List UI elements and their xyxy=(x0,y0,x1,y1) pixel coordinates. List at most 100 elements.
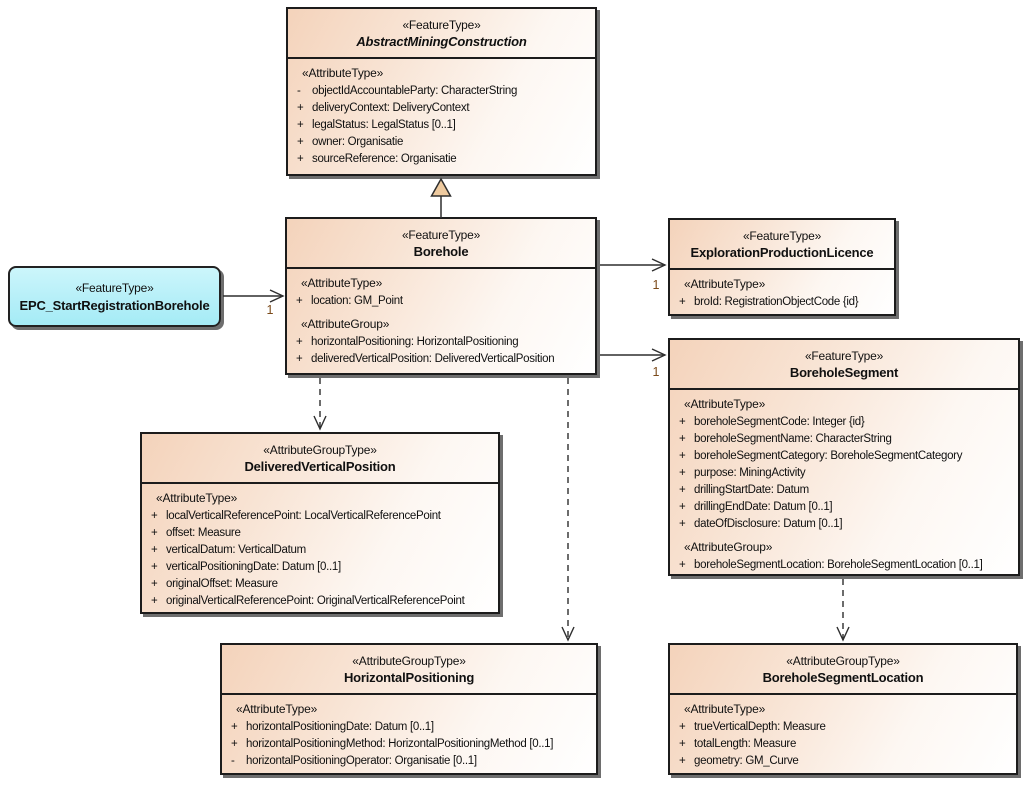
stereotype-label: «AttributeGroupType» xyxy=(352,653,466,668)
stereotype-label: «AttributeGroupType» xyxy=(263,442,377,457)
class-box-deliveredverticalposition[interactable]: «AttributeGroupType» DeliveredVerticalPo… xyxy=(140,432,500,614)
attribute-row: +purpose: MiningActivity xyxy=(670,465,1018,482)
section-label: «AttributeType» xyxy=(156,491,238,505)
visibility-prefix: + xyxy=(151,544,158,556)
attribute-text: dateOfDisclosure: Datum [0..1] xyxy=(694,518,843,530)
attribute-row: +totalLength: Measure xyxy=(670,736,1016,753)
class-box-boreholesegment[interactable]: «FeatureType» BoreholeSegment «Attribute… xyxy=(668,338,1020,576)
attribute-row: +boreholeSegmentCode: Integer {id} xyxy=(670,414,1018,431)
attribute-text: boreholeSegmentCode: Integer {id} xyxy=(694,416,865,428)
attribute-text: owner: Organisatie xyxy=(312,136,404,148)
attribute-row: +boreholeSegmentCategory: BoreholeSegmen… xyxy=(670,448,1018,465)
class-box-explorationproductionlicence[interactable]: «FeatureType» ExplorationProductionLicen… xyxy=(668,218,896,316)
visibility-prefix: + xyxy=(231,721,238,733)
visibility-prefix: + xyxy=(231,738,238,750)
attribute-row: + boreholeSegmentLocation: BoreholeSegmen… xyxy=(670,557,1018,574)
attribute-row: +broId: RegistrationObjectCode {id} xyxy=(670,294,894,311)
section-label: «AttributeType» xyxy=(684,702,766,716)
attribute-row: +horizontalPositioning: HorizontalPositi… xyxy=(287,334,595,351)
class-box-boreholesegmentlocation[interactable]: «AttributeGroupType» BoreholeSegmentLoca… xyxy=(668,643,1018,775)
visibility-prefix: + xyxy=(679,296,686,308)
visibility-prefix: - xyxy=(297,85,301,97)
visibility-prefix: + xyxy=(679,721,686,733)
attribute-row: + drillingStartDate: Datum xyxy=(670,482,1018,499)
section-label: «AttributeType» xyxy=(684,397,766,411)
attribute-text: boreholeSegmentLocation: BoreholeSegment… xyxy=(694,559,983,571)
class-name: EPC_StartRegistrationBorehole xyxy=(19,297,210,313)
class-name: ExplorationProductionLicence xyxy=(690,244,874,260)
attribute-row: + location: GM_Point xyxy=(287,293,595,310)
attribute-text: sourceReference: Organisatie xyxy=(312,153,457,165)
attribute-text: totalLength: Measure xyxy=(694,738,797,750)
class-name: HorizontalPositioning xyxy=(343,669,475,685)
attribute-row: + offset: Measure xyxy=(142,525,498,542)
visibility-prefix: + xyxy=(679,433,686,445)
attributes-compartment: «AttributeType» +broId: RegistrationObje… xyxy=(670,270,894,311)
class-header: «FeatureType» AbstractMiningConstruction xyxy=(288,9,595,59)
class-box-borehole[interactable]: «FeatureType» Borehole «AttributeType» +… xyxy=(285,217,597,375)
visibility-prefix: + xyxy=(297,102,304,114)
attribute-text: verticalDatum: VerticalDatum xyxy=(166,544,306,556)
attribute-text: legalStatus: LegalStatus [0..1] xyxy=(312,119,456,131)
attribute-text: boreholeSegmentName: CharacterString xyxy=(694,433,892,445)
generalization-triangle-icon xyxy=(430,177,452,197)
attribute-row: + verticalPositioningDate: Datum [0..1] xyxy=(142,559,498,576)
attribute-row: + owner: Organisatie xyxy=(288,134,595,151)
visibility-prefix: + xyxy=(151,561,158,573)
visibility-prefix: - xyxy=(231,755,235,767)
stereotype-label: «FeatureType» xyxy=(75,280,154,295)
visibility-prefix: + xyxy=(151,595,158,607)
class-header: «AttributeGroupType» DeliveredVerticalPo… xyxy=(142,434,498,484)
stereotype-label: «FeatureType» xyxy=(742,228,822,243)
visibility-prefix: + xyxy=(296,336,303,348)
attribute-text: drillingStartDate: Datum xyxy=(694,484,809,496)
attributes-compartment: «AttributeType» + localVerticalReferenceP… xyxy=(142,484,498,610)
class-name: AbstractMiningConstruction xyxy=(356,33,527,49)
attribute-text: trueVerticalDepth: Measure xyxy=(694,721,826,733)
attribute-text: offset: Measure xyxy=(166,527,241,539)
visibility-prefix: + xyxy=(679,501,686,513)
attribute-text: location: GM_Point xyxy=(311,295,403,307)
association-borehole-to-explorationproductionlicence[interactable]: 1 xyxy=(600,258,667,292)
class-header: «FeatureType» Borehole xyxy=(287,219,595,269)
visibility-prefix: + xyxy=(679,518,686,530)
association-borehole-to-boreholesegment[interactable]: 1 xyxy=(600,348,667,379)
attribute-row: +originalOffset: Measure xyxy=(142,576,498,593)
stereotype-label: «AttributeGroupType» xyxy=(786,653,900,668)
attribute-row: +originalVerticalReferencePoint: Origina… xyxy=(142,593,498,610)
visibility-prefix: + xyxy=(151,510,158,522)
attribute-row: -objectIdAccountableParty: CharacterStri… xyxy=(288,83,595,100)
visibility-prefix: + xyxy=(296,353,303,365)
multiplicity-label: 1 xyxy=(267,303,274,317)
attribute-row: + deliveryContext: DeliveryContext xyxy=(288,100,595,117)
attribute-text: localVerticalReferencePoint: LocalVertic… xyxy=(166,510,441,522)
class-name: Borehole xyxy=(413,243,469,259)
stereotype-label: «FeatureType» xyxy=(402,17,481,32)
multiplicity-label: 1 xyxy=(653,278,660,292)
multiplicity-label: 1 xyxy=(653,365,660,379)
attribute-text: boreholeSegmentCategory: BoreholeSegment… xyxy=(694,450,963,462)
association-epc-to-borehole[interactable]: 1 xyxy=(223,289,285,317)
attribute-text: verticalPositioningDate: Datum [0..1] xyxy=(166,561,341,573)
attribute-row: +deliveredVerticalPosition: DeliveredVer… xyxy=(287,351,595,368)
visibility-prefix: + xyxy=(151,578,158,590)
class-name: DeliveredVerticalPosition xyxy=(244,458,396,474)
class-box-epc-startregistrationborehole[interactable]: «FeatureType» EPC_StartRegistrationBoreh… xyxy=(8,266,221,327)
section-label: «AttributeType» xyxy=(236,702,318,716)
visibility-prefix: + xyxy=(679,559,686,571)
attribute-text: horizontalPositioningDate: Datum [0..1] xyxy=(246,721,434,733)
visibility-prefix: + xyxy=(296,295,303,307)
class-box-abstractminingconstruction[interactable]: «FeatureType» AbstractMiningConstruction… xyxy=(286,7,597,176)
class-header: «FeatureType» ExplorationProductionLicen… xyxy=(670,220,894,270)
visibility-prefix: + xyxy=(297,119,304,131)
section-label: «AttributeGroup» xyxy=(684,540,773,554)
class-box-horizontalpositioning[interactable]: «AttributeGroupType» HorizontalPositioni… xyxy=(220,643,598,775)
generalization-borehole-to-abstractminingconstruction[interactable] xyxy=(430,177,452,218)
stereotype-label: «FeatureType» xyxy=(804,348,884,363)
attribute-text: horizontalPositioningOperator: Organisat… xyxy=(246,755,477,767)
attribute-text: deliveryContext: DeliveryContext xyxy=(312,102,470,114)
attribute-row: +sourceReference: Organisatie xyxy=(288,151,595,168)
visibility-prefix: + xyxy=(151,527,158,539)
visibility-prefix: + xyxy=(297,136,304,148)
visibility-prefix: + xyxy=(679,484,686,496)
